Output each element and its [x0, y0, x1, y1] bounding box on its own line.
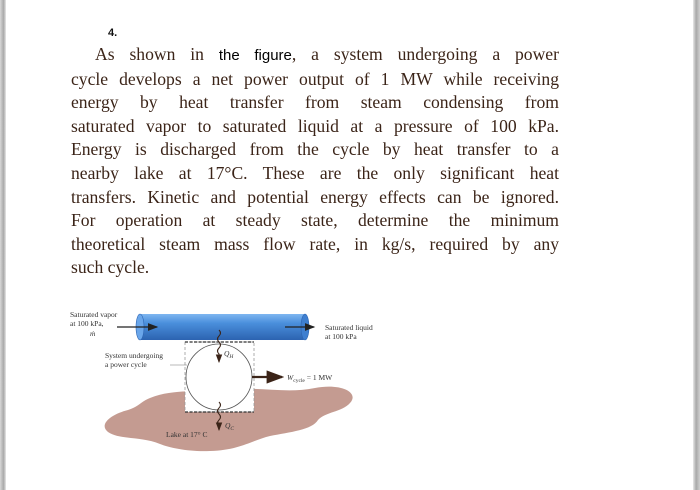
inlet-label: Saturated vapor	[70, 310, 118, 319]
problem-line: such cycle.	[71, 257, 150, 278]
heat-out-label: QC	[225, 421, 234, 432]
svg-text:at 100 kPa: at 100 kPa	[325, 332, 357, 341]
heat-out-arrow	[215, 401, 223, 432]
svg-text:at 100 kPa,: at 100 kPa,	[70, 319, 104, 328]
problem-line: energy by heat transfer from steam conde…	[71, 92, 559, 113]
problem-line: transfers. Kinetic and potential energy …	[71, 186, 559, 207]
svg-text:ṁ: ṁ	[90, 329, 96, 338]
problem-line: cycle develops a net power output of 1 M…	[71, 68, 559, 89]
problem-line: theoretical steam mass flow rate, in kg/…	[71, 233, 559, 254]
problem-line: For operation at steady state, determine…	[71, 210, 559, 231]
problem-statement: As shown in the figure, a system undergo…	[71, 43, 559, 280]
problem-line: Energy is discharged from the cycle by h…	[71, 139, 559, 160]
svg-text:a power cycle: a power cycle	[105, 360, 147, 369]
problem-line: As shown in the figure, a system undergo…	[95, 44, 559, 64]
question-number: 4.	[108, 27, 118, 39]
work-label: Wcycle = 1 MW	[287, 373, 333, 384]
problem-line: nearby lake at 17°C. These are the only …	[71, 162, 559, 183]
problem-line: saturated vapor to saturated liquid at a…	[71, 115, 559, 136]
outlet-label: Saturated liquid	[325, 323, 373, 332]
figure-reference: the figure	[218, 47, 292, 64]
lake-shape	[104, 386, 353, 452]
system-label: System undergoing	[105, 351, 163, 360]
heat-in-arrow	[215, 329, 223, 364]
heat-in-label: QH	[224, 349, 234, 360]
steam-pipe	[138, 314, 306, 340]
system-boundary	[184, 341, 255, 413]
lake-label: Lake at 17° C	[166, 430, 208, 439]
